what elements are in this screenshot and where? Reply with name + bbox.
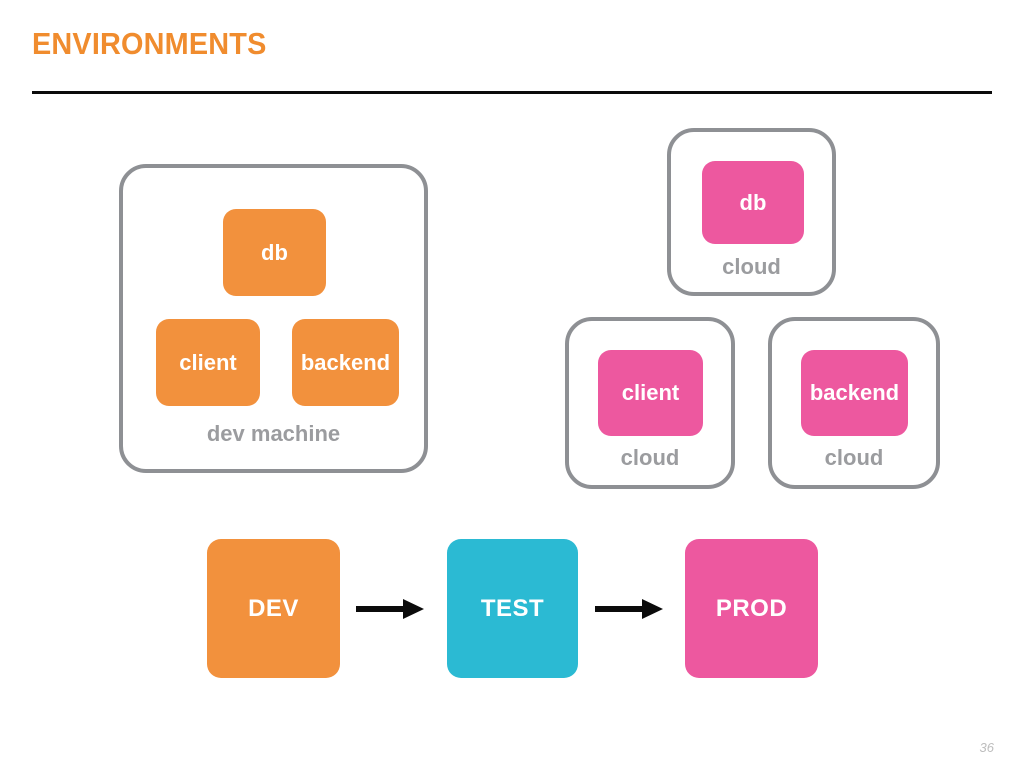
pipeline-stage-test[interactable]: TEST [447, 539, 578, 678]
group-cloud-backend: backend cloud [768, 317, 940, 489]
group-label-dev-machine: dev machine [206, 421, 341, 446]
pipeline-stage-prod[interactable]: PROD [685, 539, 818, 678]
node-cloud-db[interactable]: db [702, 161, 804, 244]
group-cloud-db: db cloud [667, 128, 836, 296]
group-cloud-client: client cloud [565, 317, 735, 489]
node-cloud-backend[interactable]: backend [801, 350, 908, 436]
page-title: ENVIRONMENTS [32, 26, 267, 61]
group-dev-machine: db client backend dev machine [119, 164, 428, 473]
node-dev-client[interactable]: client [156, 319, 260, 406]
node-dev-db[interactable]: db [223, 209, 326, 296]
arrow-right-icon [356, 599, 424, 619]
title-divider [32, 91, 992, 94]
group-label-cloud-db: cloud [722, 254, 781, 279]
node-cloud-client[interactable]: client [598, 350, 703, 436]
page-number: 36 [979, 740, 994, 755]
pipeline-stage-dev[interactable]: DEV [207, 539, 340, 678]
group-label-cloud-backend: cloud [824, 445, 884, 470]
arrow-right-icon [595, 599, 663, 619]
group-label-cloud-client: cloud [620, 445, 680, 470]
node-dev-backend[interactable]: backend [292, 319, 399, 406]
